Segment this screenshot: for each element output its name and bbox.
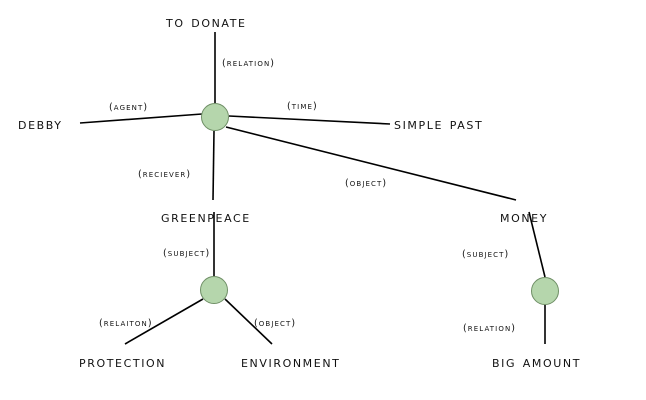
- term-big-amount: Big Amount: [492, 352, 582, 371]
- edge-label-relaiton: (Relaiton): [99, 318, 153, 329]
- edge-label-relation-amount: (Relation): [463, 323, 517, 334]
- edge-label-object-environment: (Object): [254, 318, 297, 329]
- edge-label-relation-donate: (Relation): [222, 58, 276, 69]
- term-environment: Environment: [241, 352, 341, 371]
- edge-label-object-money: (Object): [345, 178, 388, 189]
- term-to-donate: To Donate: [166, 12, 247, 31]
- term-greenpeace: Greenpeace: [161, 207, 251, 226]
- edge-label-agent: (Agent): [109, 102, 149, 113]
- edge-label-subject-money: (Subject): [462, 249, 510, 260]
- term-protection: Protection: [79, 352, 167, 371]
- edge-donate-greenpeace: [212, 130, 215, 201]
- edge-donate-money: [225, 126, 517, 201]
- node-donate[interactable]: [201, 103, 229, 131]
- edge-label-subject-greenpeace: (Subject): [163, 248, 211, 259]
- term-simple-past: Simple Past: [394, 114, 484, 133]
- edge-label-time: (Time): [287, 101, 318, 112]
- term-money: Money: [500, 207, 549, 226]
- edge-node-protection: [124, 298, 204, 345]
- edge-donate-debby: [79, 113, 203, 124]
- edge-donate-simple-past: [228, 115, 391, 125]
- node-greenpeace[interactable]: [200, 276, 228, 304]
- node-money[interactable]: [531, 277, 559, 305]
- edge-label-reciever: (Reciever): [138, 169, 192, 180]
- edge-money-node: [528, 211, 546, 278]
- term-debby: Debby: [18, 114, 63, 133]
- edge-node-environment: [224, 298, 273, 345]
